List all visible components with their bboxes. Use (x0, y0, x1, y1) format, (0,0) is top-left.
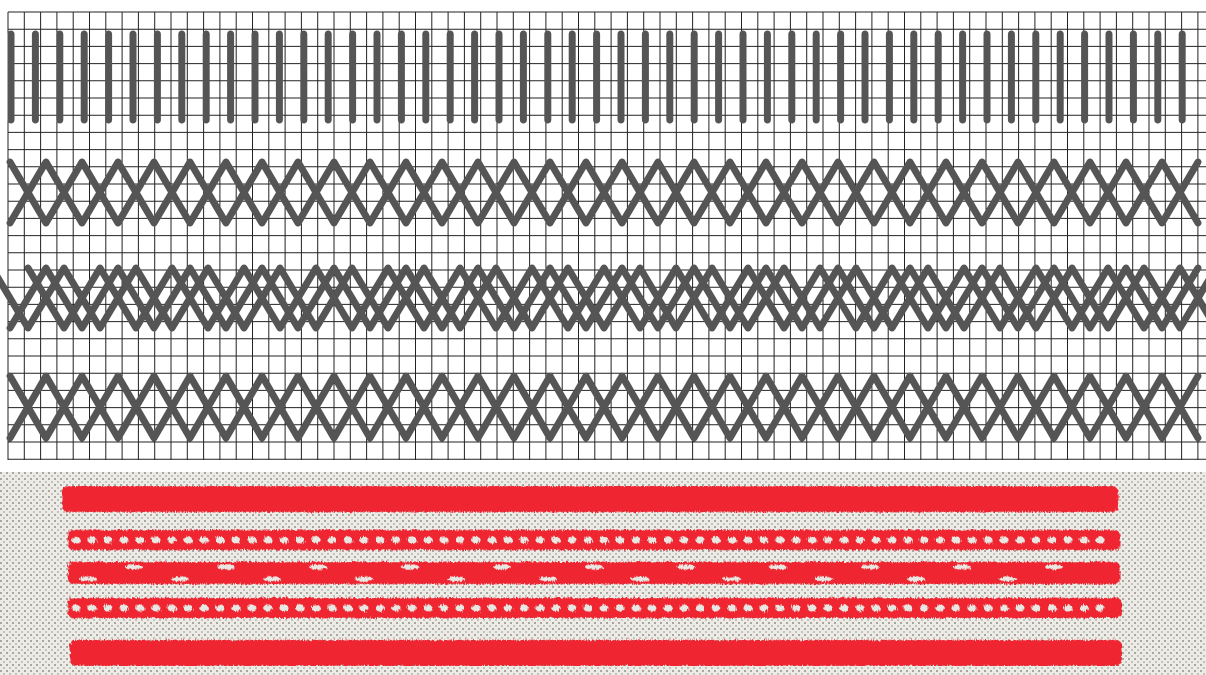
sampler-illustration (0, 472, 1206, 675)
solid-band-top (62, 486, 1118, 512)
offset-band (68, 562, 1120, 584)
stitch-chart-panel (0, 0, 1206, 463)
stitch-grid-diagram (0, 0, 1206, 463)
solid-band-bottom (70, 640, 1122, 666)
lattice-band-1 (68, 530, 1120, 550)
embroidery-sampler-photo (0, 472, 1206, 675)
lattice-band-2 (68, 598, 1122, 618)
